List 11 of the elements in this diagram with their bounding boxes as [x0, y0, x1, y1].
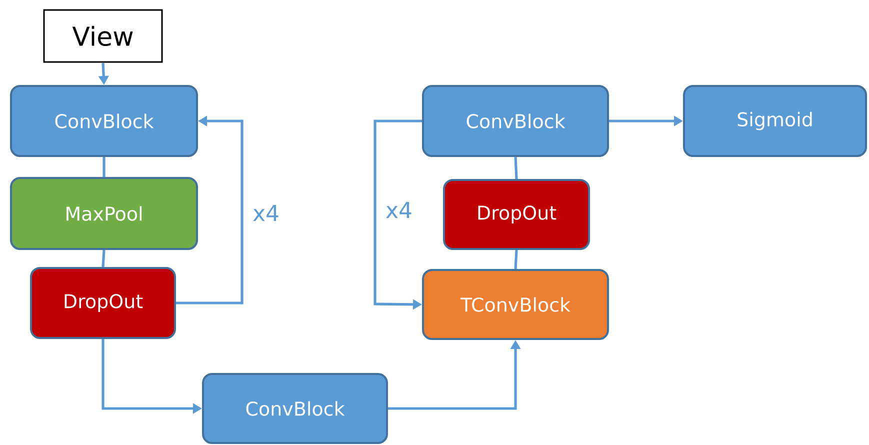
- process-box: ConvBlock: [10, 85, 198, 157]
- edge-label: x4: [384, 200, 414, 220]
- process-box: Sigmoid: [683, 85, 867, 157]
- process-box: ConvBlock: [422, 85, 609, 157]
- process-box: ConvBlock: [202, 373, 388, 444]
- process-box: DropOut: [30, 267, 176, 339]
- input-box: View: [43, 9, 163, 63]
- process-box: MaxPool: [10, 177, 198, 250]
- process-box: DropOut: [443, 179, 590, 250]
- edge-label: x4: [252, 204, 281, 222]
- process-box: TConvBlock: [422, 269, 609, 340]
